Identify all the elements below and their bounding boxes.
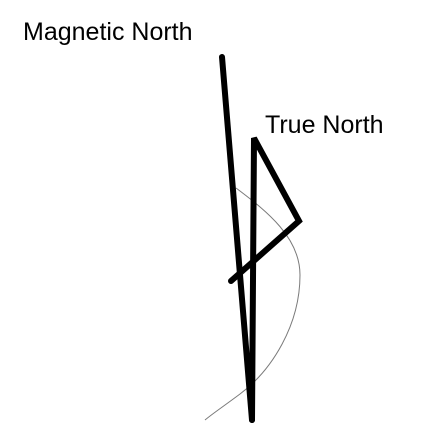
magnetic-north-label: Magnetic North [23, 18, 193, 46]
true-north-label: True North [265, 111, 384, 139]
true-north-flag [228, 136, 303, 423]
magnetic-north-line [219, 54, 255, 423]
declination-arc [204, 187, 301, 421]
